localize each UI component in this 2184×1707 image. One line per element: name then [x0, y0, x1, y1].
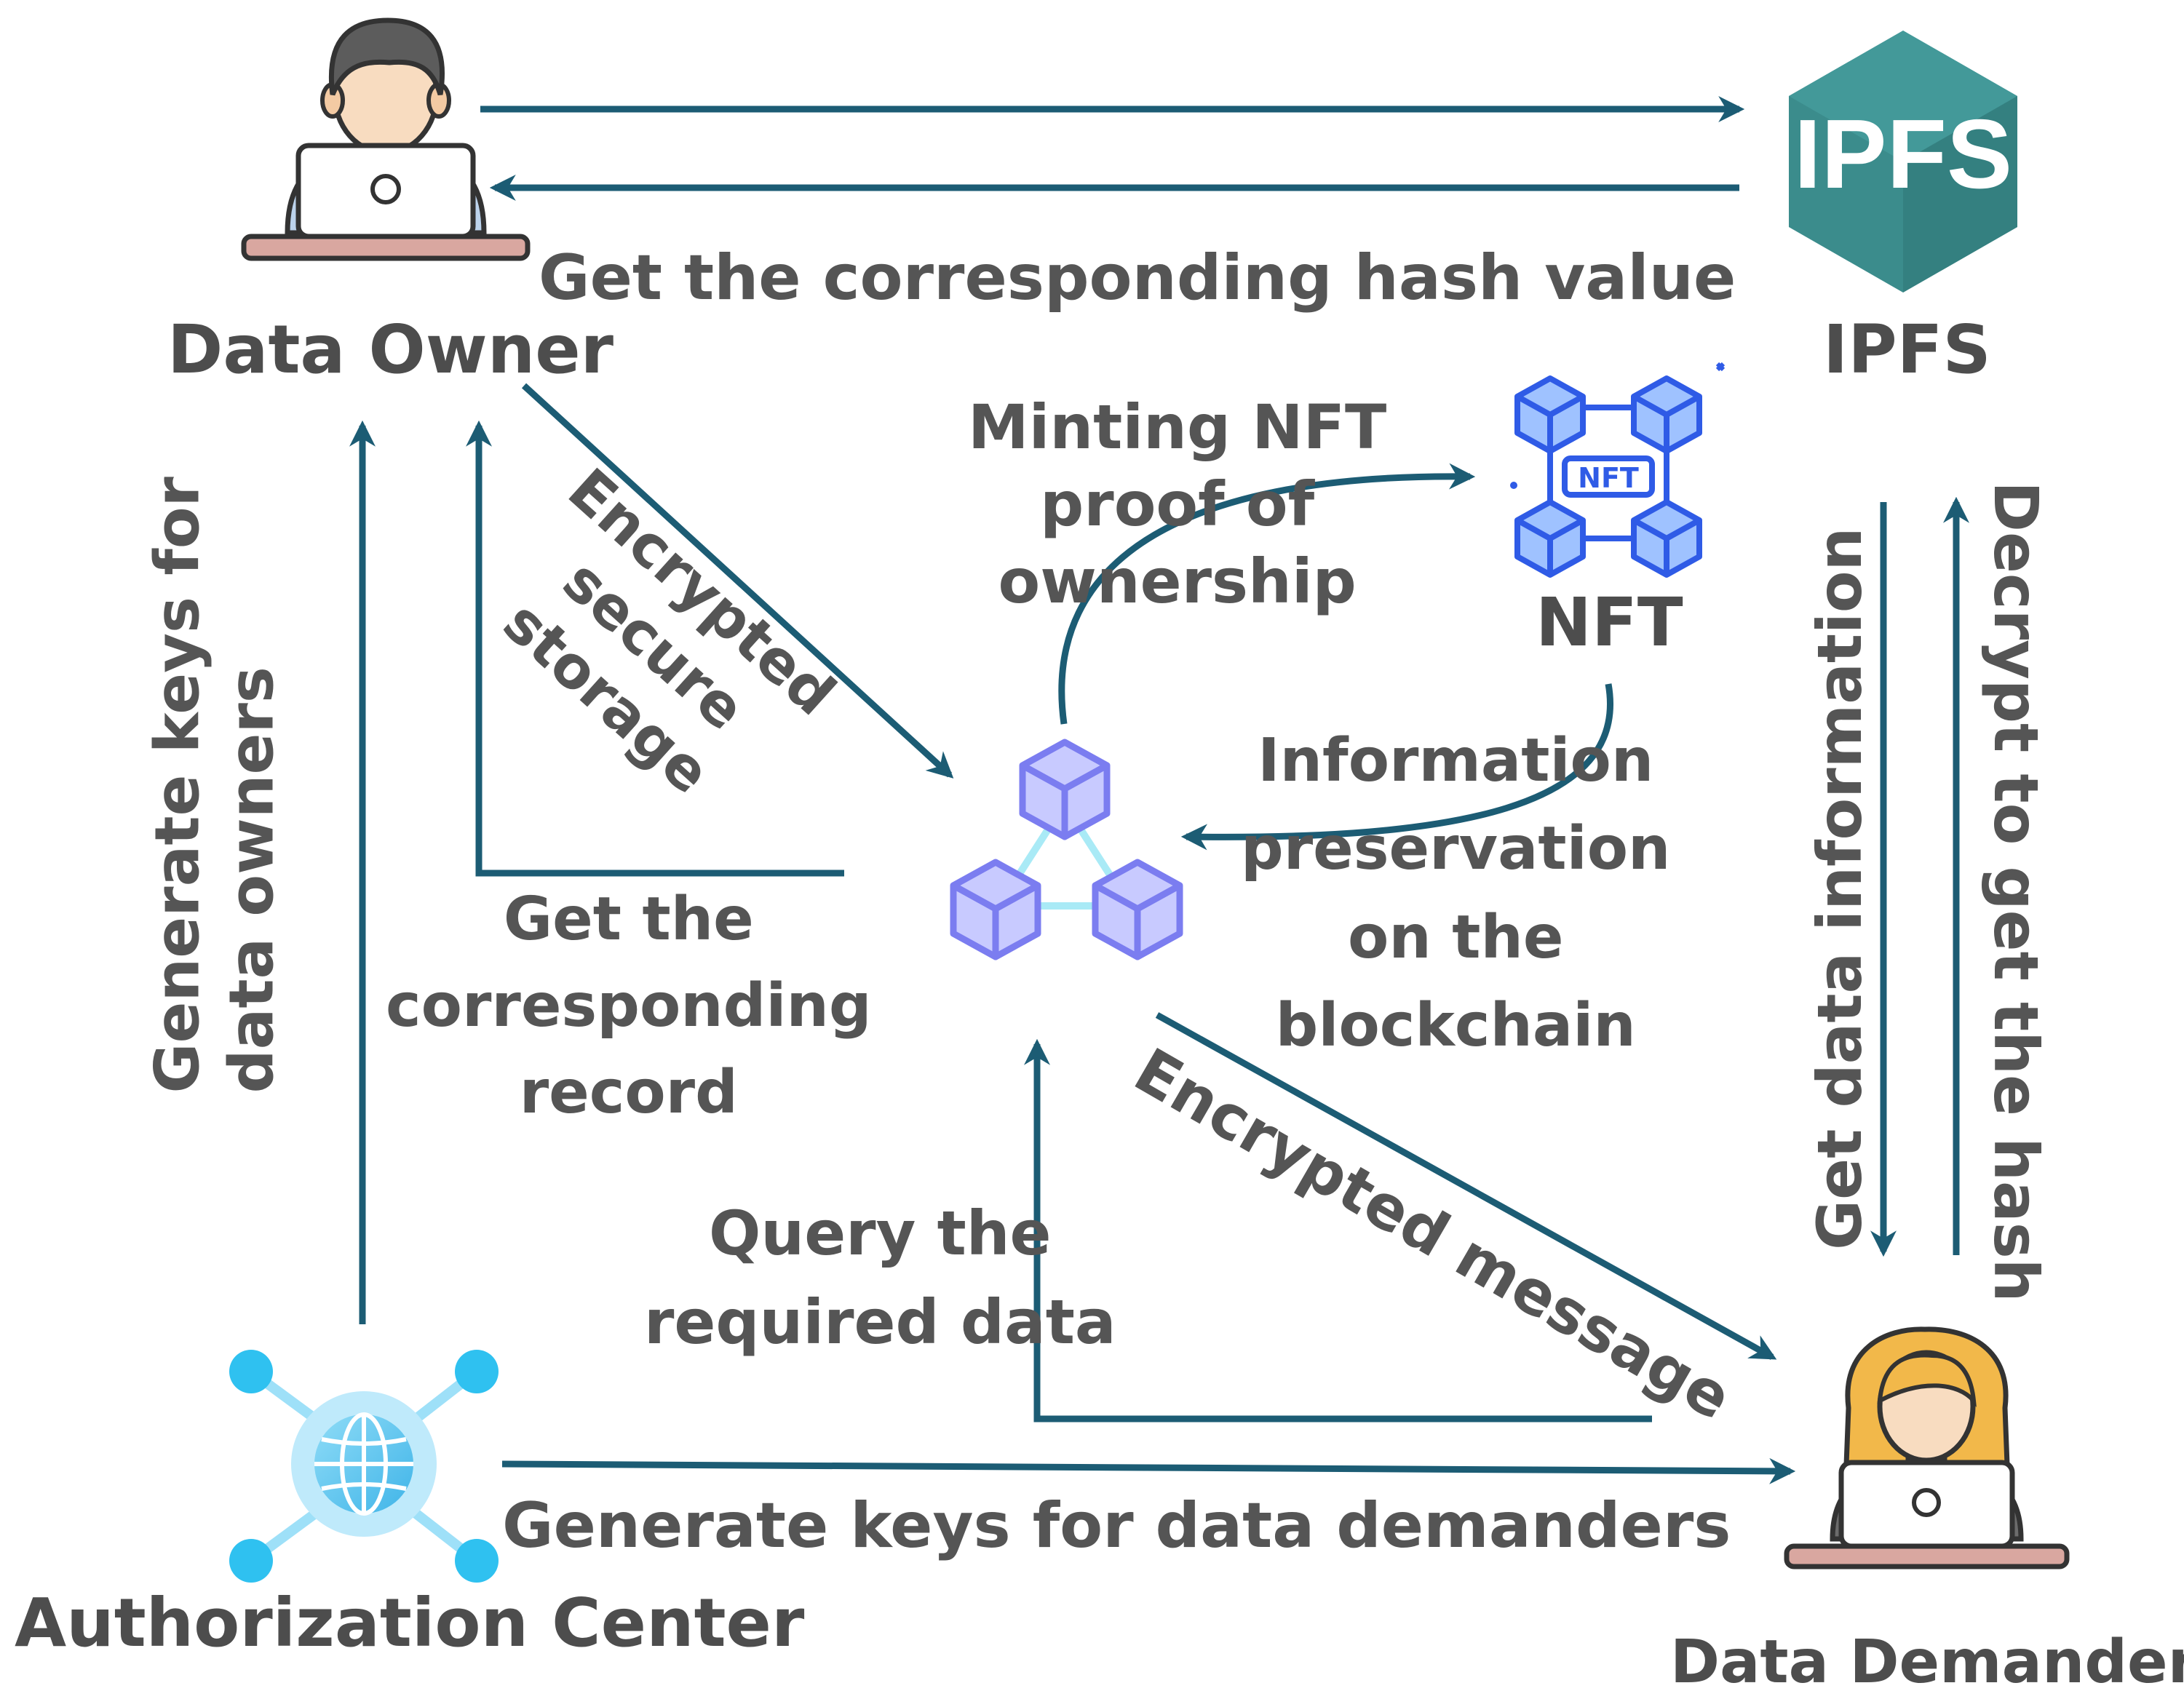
- decrypt-hash-label: Decrypt to get the hash: [1980, 481, 2052, 1302]
- arrow-blockchain-to-nft: [1058, 463, 1476, 725]
- keys-owners-line-2: data owners: [216, 667, 287, 1094]
- arrow-nft-to-blockchain: [1180, 683, 1613, 851]
- arrow-auth-to-demander: [501, 1457, 1796, 1484]
- query-line-2: required data: [644, 1286, 1116, 1358]
- data-owner-label: Data Owner: [167, 311, 614, 389]
- data-demander-label: Data Demander: [1670, 1628, 2184, 1697]
- hash-value-label: Get the corresponding hash value: [539, 242, 1736, 314]
- minting-line-2: proof of: [1040, 468, 1315, 540]
- keys-owners-line-1: Generate keys for: [141, 477, 213, 1094]
- keys-demanders-label: Generate keys for data demanders: [502, 1489, 1731, 1562]
- data-demander-icon: [1784, 1326, 2070, 1569]
- record-line-1: Get the: [503, 885, 754, 954]
- preservation-line-2: preservation: [1241, 814, 1671, 884]
- preservation-line-4: blockchain: [1275, 991, 1636, 1061]
- minting-line-3: ownership: [998, 545, 1357, 617]
- ipfs-icon: IPFS: [1789, 31, 2017, 293]
- arrow-demander-to-blockchain: [1024, 1038, 1652, 1422]
- preservation-line-3: on the: [1347, 902, 1564, 972]
- ipfs-logo-text: IPFS: [1794, 99, 2012, 209]
- arrow-blockchain-to-owner: [466, 420, 844, 877]
- data-owner-icon: [241, 17, 531, 261]
- arrow-owner-to-blockchain: [521, 383, 954, 779]
- preservation-label: Information preservation on the blockcha…: [1241, 717, 1670, 1070]
- record-line-3: record: [519, 1057, 738, 1127]
- nft-badge-text: NFT: [1578, 462, 1639, 494]
- minting-line-1: Minting NFT: [968, 391, 1387, 463]
- minting-label: Minting NFT proof of ownership: [968, 389, 1386, 620]
- query-line-1: Query the: [709, 1198, 1052, 1269]
- keys-owners-label: Generate keys for data owners: [140, 477, 290, 1094]
- query-label: Query the required data: [644, 1190, 1116, 1367]
- blockchain-icon: [950, 739, 1183, 960]
- record-line-2: corresponding: [386, 971, 872, 1040]
- authorization-center-label: Authorization Center: [15, 1584, 805, 1662]
- arrows: [349, 96, 1969, 1484]
- nft-label: NFT: [1536, 584, 1683, 661]
- preservation-line-1: Information: [1258, 726, 1654, 795]
- arrow-blockchain-to-demander: [1155, 1012, 1777, 1360]
- ipfs-label: IPFS: [1823, 311, 1991, 389]
- record-label: Get the corresponding record: [386, 877, 872, 1137]
- authorization-center-icon: [229, 1350, 499, 1583]
- get-data-info-label: Get data information: [1803, 527, 1875, 1250]
- nft-icon: NFT: [1510, 362, 1726, 578]
